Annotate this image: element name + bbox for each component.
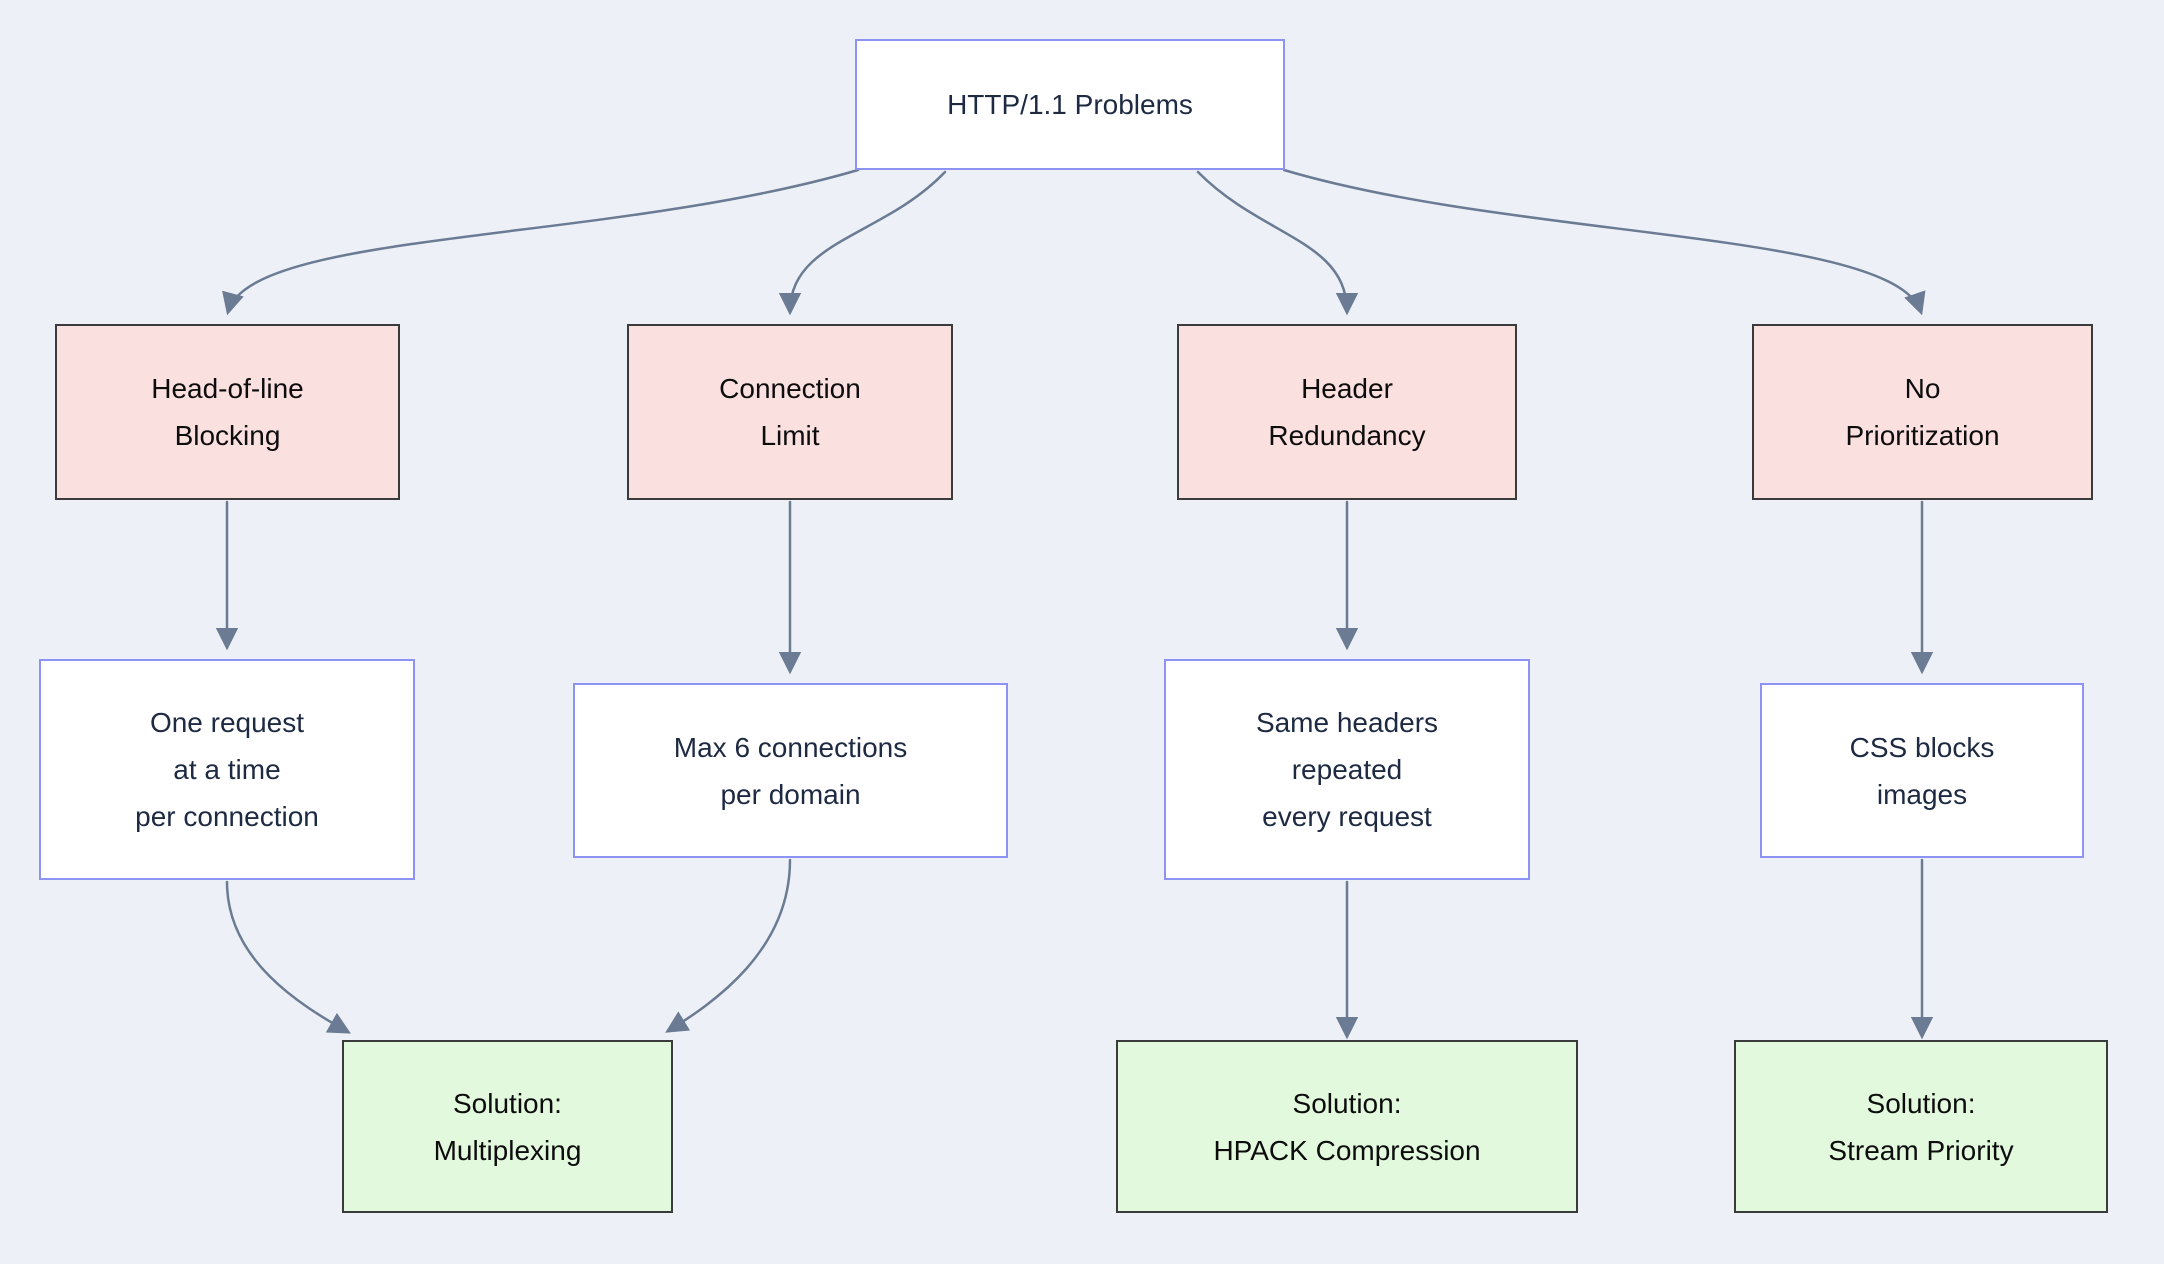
- node-http11-problems-label: HTTP/1.1 Problems: [947, 89, 1193, 120]
- node-head-of-line-blocking-label: Head-of-line Blocking: [151, 373, 304, 451]
- node-solution-multiplexing-label: Solution: Multiplexing: [433, 1087, 582, 1166]
- node-header-redundancy: Header Redundancy: [1177, 324, 1517, 500]
- node-css-blocks-images-label: CSS blocks images: [1849, 731, 1995, 810]
- node-connection-limit-label: Connection Limit: [719, 373, 861, 451]
- edge-root-to-head-of-line: [222, 168, 860, 316]
- node-connection-limit: Connection Limit: [627, 324, 953, 500]
- edge-root-to-no-prioritization: [1282, 168, 1926, 316]
- node-solution-stream-priority: Solution: Stream Priority: [1734, 1040, 2108, 1213]
- edge-root-to-connection-limit: [778, 170, 947, 316]
- node-one-request-per-connection: One request at a time per connection: [39, 659, 415, 880]
- node-max-6-connections: Max 6 connections per domain: [573, 683, 1008, 858]
- node-same-headers-repeated-label: Same headers repeated every request: [1255, 707, 1439, 832]
- edge-detail1-to-multiplexing: [225, 880, 351, 1034]
- edge-root-to-header-redundancy: [1196, 170, 1359, 316]
- node-solution-hpack-compression: Solution: HPACK Compression: [1116, 1040, 1578, 1213]
- edge-detail2-to-multiplexing: [665, 858, 792, 1033]
- node-one-request-per-connection-label: One request at a time per connection: [135, 707, 319, 832]
- node-head-of-line-blocking: Head-of-line Blocking: [55, 324, 400, 500]
- node-http11-problems: HTTP/1.1 Problems: [855, 39, 1285, 170]
- node-max-6-connections-label: Max 6 connections per domain: [673, 731, 908, 810]
- node-solution-hpack-compression-label: Solution: HPACK Compression: [1213, 1087, 1481, 1166]
- node-solution-stream-priority-label: Solution: Stream Priority: [1828, 1087, 2014, 1166]
- node-css-blocks-images: CSS blocks images: [1760, 683, 2084, 858]
- node-header-redundancy-label: Header Redundancy: [1268, 373, 1426, 451]
- node-no-prioritization-label: No Prioritization: [1845, 373, 2000, 451]
- node-no-prioritization: No Prioritization: [1752, 324, 2093, 500]
- node-solution-multiplexing: Solution: Multiplexing: [342, 1040, 673, 1213]
- node-same-headers-repeated: Same headers repeated every request: [1164, 659, 1530, 880]
